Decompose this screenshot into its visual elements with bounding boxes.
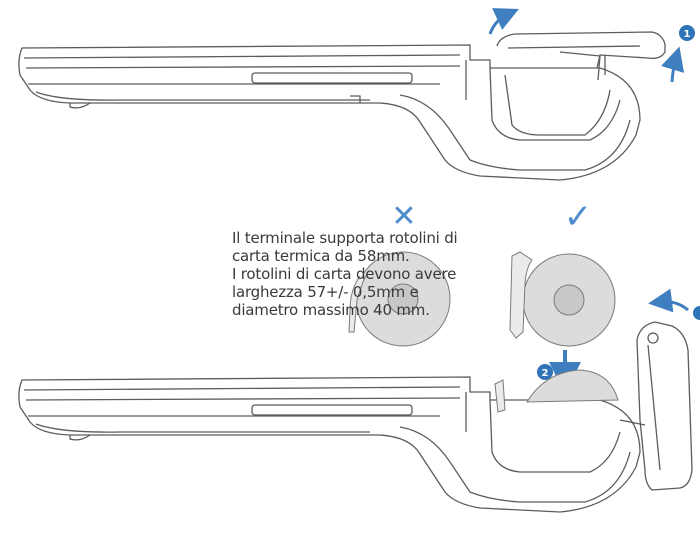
wrong-mark: ✕ xyxy=(391,199,416,234)
paper-tail xyxy=(494,379,506,413)
step-badge-2: 2 xyxy=(537,364,553,380)
info-line: I rotolini di carta devono avere xyxy=(232,265,457,283)
terminal-bottom xyxy=(18,376,641,513)
svg-text:2: 2 xyxy=(542,368,549,379)
lift-arrow-left xyxy=(488,8,519,35)
svg-text:1: 1 xyxy=(684,29,691,40)
paper-roll-right: ✓ xyxy=(509,197,616,347)
close-arrow xyxy=(648,288,689,313)
info-text: Il terminale supporta rotolini di carta … xyxy=(232,229,458,319)
right-mark: ✓ xyxy=(564,197,593,237)
lid-open-bottom xyxy=(619,321,693,491)
step-badge-1: 1 xyxy=(679,25,695,41)
step-badge-3-partial xyxy=(693,306,700,320)
info-line: larghezza 57+/- 0,5mm e xyxy=(232,283,419,301)
lift-arrow-right xyxy=(661,46,685,83)
terminal-top xyxy=(18,31,666,181)
info-line: Il terminale supporta rotolini di xyxy=(232,229,458,247)
paper-roll-wrong: ✕ xyxy=(348,199,451,347)
info-line: diametro massimo 40 mm. xyxy=(232,301,430,319)
inserted-roll xyxy=(526,369,619,403)
info-line: carta termica da 58mm. xyxy=(232,247,410,265)
